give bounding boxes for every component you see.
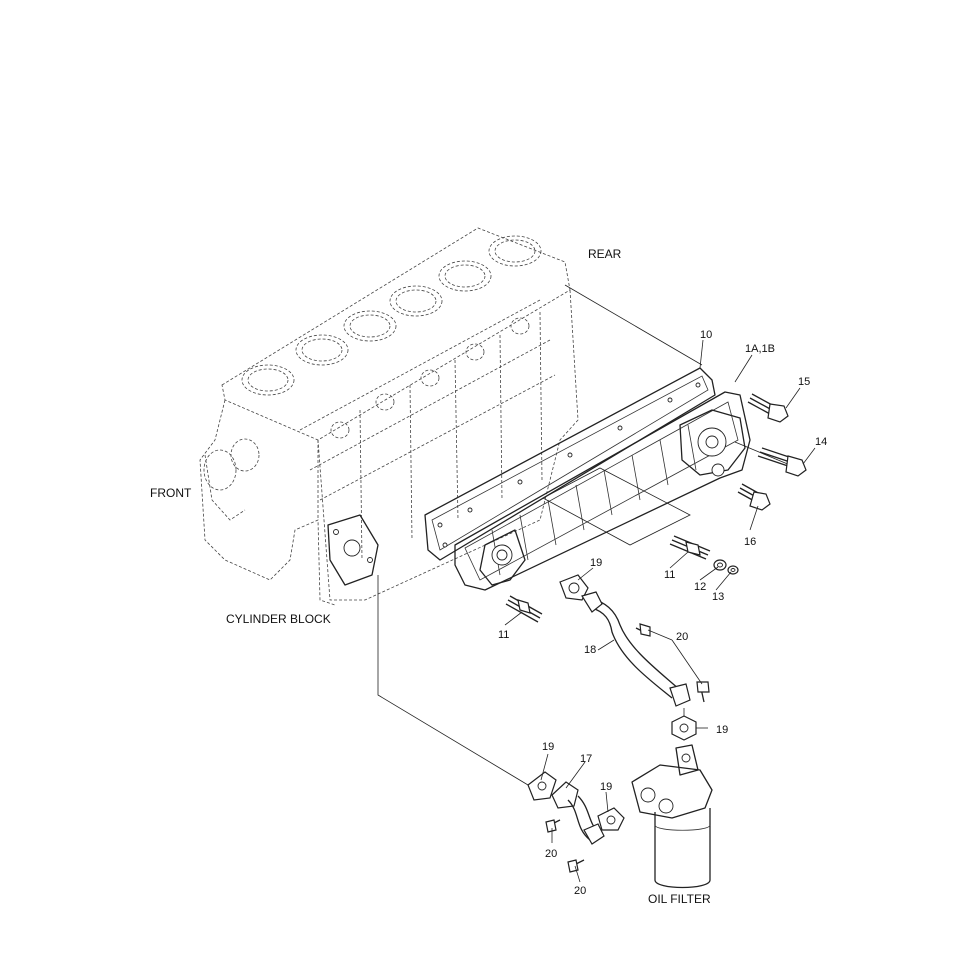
oil-pipe-18	[581, 591, 691, 707]
callout-20-pipe17-a: 20	[545, 848, 557, 860]
label-cylinder-block: CYLINDER BLOCK	[226, 612, 331, 626]
callout-20-pipe: 20	[676, 631, 688, 643]
callout-17: 17	[580, 753, 592, 765]
screw-20-pipe17-b	[567, 859, 585, 873]
callout-19-filter: 19	[716, 724, 728, 736]
bolt-16	[737, 483, 771, 511]
callout-11-left: 11	[498, 629, 509, 641]
callout-11-right: 11	[664, 569, 675, 581]
label-oil-filter: OIL FILTER	[648, 892, 711, 906]
gasket-19-cooler	[559, 574, 589, 601]
callout-14: 14	[815, 436, 827, 448]
oil-filter-drawing	[631, 744, 713, 889]
callout-1a-1b: 1A,1B	[745, 343, 775, 355]
label-rear: REAR	[588, 247, 622, 261]
group-leader-lines	[542, 467, 691, 546]
callout-12: 12	[694, 581, 706, 593]
callout-19-pipe17-right: 19	[600, 781, 612, 793]
screw-20-pipe	[635, 623, 651, 637]
label-front: FRONT	[150, 486, 192, 500]
oil-pipe-17	[527, 771, 625, 845]
cylinder-block-drawing	[199, 227, 579, 606]
screw-20-pipe17-a	[545, 819, 561, 833]
oil-cooler-assembly	[454, 391, 751, 591]
callout-19-pipe17-left: 19	[542, 741, 554, 753]
callout-15: 15	[798, 376, 810, 388]
callout-19-cooler: 19	[590, 557, 602, 569]
callout-10: 10	[700, 329, 712, 341]
callout-20-pipe17-b: 20	[574, 885, 586, 897]
stud-11-right	[669, 535, 711, 560]
stud-11-left	[505, 595, 543, 623]
callout-13: 13	[712, 591, 724, 603]
bolt-14	[757, 447, 807, 477]
screw-20-filter	[696, 681, 710, 703]
callout-18: 18	[584, 644, 596, 656]
callout-16: 16	[744, 536, 756, 548]
bolt-15	[747, 393, 789, 423]
gasket-19-filter	[671, 715, 697, 741]
